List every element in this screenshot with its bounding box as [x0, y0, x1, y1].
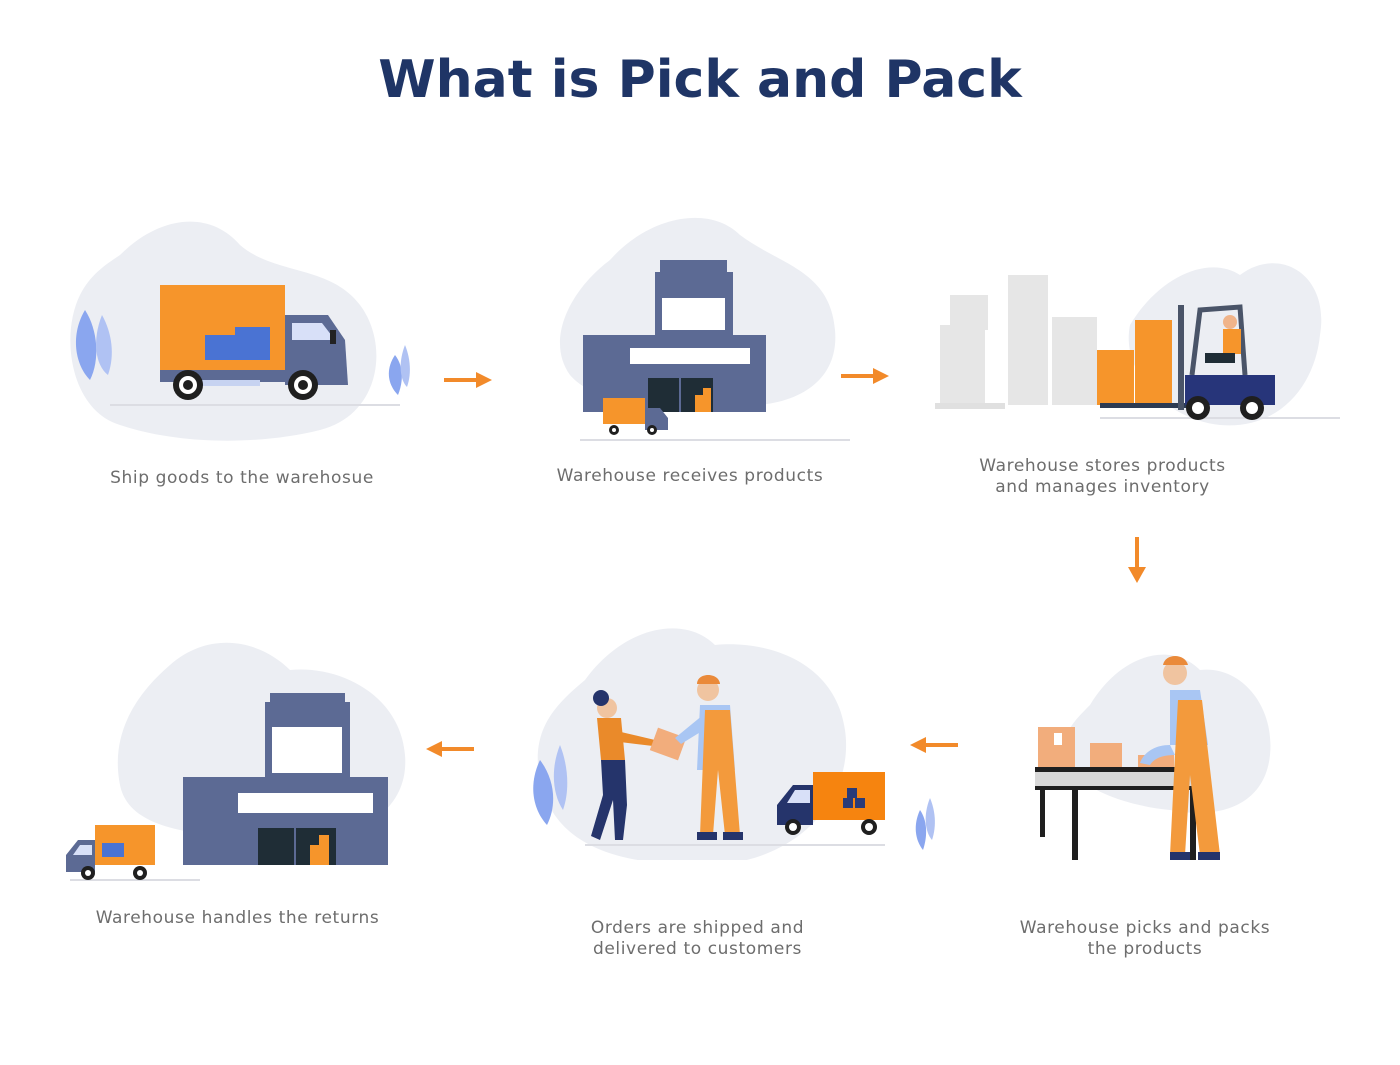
truck-icon	[66, 825, 155, 880]
warehouse-icon	[183, 693, 388, 865]
stacked-boxes-faded	[935, 275, 1097, 409]
forklift-icon	[1178, 304, 1275, 420]
leaf-icon	[388, 345, 410, 395]
boxes-icon	[1097, 320, 1172, 406]
step-4-illustration	[1030, 645, 1280, 865]
truck-icon	[160, 285, 348, 400]
leaf-icon	[75, 310, 112, 380]
customer-woman-icon	[591, 690, 655, 840]
arrow-right-icon	[839, 366, 891, 386]
courier-icon	[675, 675, 743, 840]
step-5-illustration	[525, 620, 945, 860]
worker-icon	[1140, 656, 1220, 860]
step-5-caption: Orders are shipped and delivered to cust…	[590, 918, 805, 959]
step-6-caption: Warehouse handles the returns	[95, 908, 380, 928]
truck-icon	[777, 772, 885, 835]
truck-icon	[603, 398, 668, 435]
step-2-illustration	[540, 210, 860, 450]
step-1-illustration	[60, 215, 420, 445]
leaf-icon	[915, 798, 935, 850]
arrow-down-icon	[1126, 535, 1148, 585]
package-box-icon	[649, 727, 687, 761]
step-1-caption: Ship goods to the warehosue	[110, 468, 374, 488]
arrow-left-icon	[908, 735, 960, 755]
leaf-icon	[533, 745, 568, 825]
step-2-caption: Warehouse receives products	[556, 466, 824, 486]
step-4-caption: Warehouse picks and packs the products	[1019, 918, 1271, 959]
arrow-left-icon	[424, 739, 476, 759]
arrow-right-icon	[442, 370, 494, 390]
step-3-caption: Warehouse stores products and manages in…	[979, 456, 1226, 497]
page-title: What is Pick and Pack	[378, 50, 1022, 110]
packing-table-icon	[1035, 767, 1197, 860]
step-3-illustration	[930, 255, 1350, 430]
step-6-illustration	[60, 635, 420, 885]
